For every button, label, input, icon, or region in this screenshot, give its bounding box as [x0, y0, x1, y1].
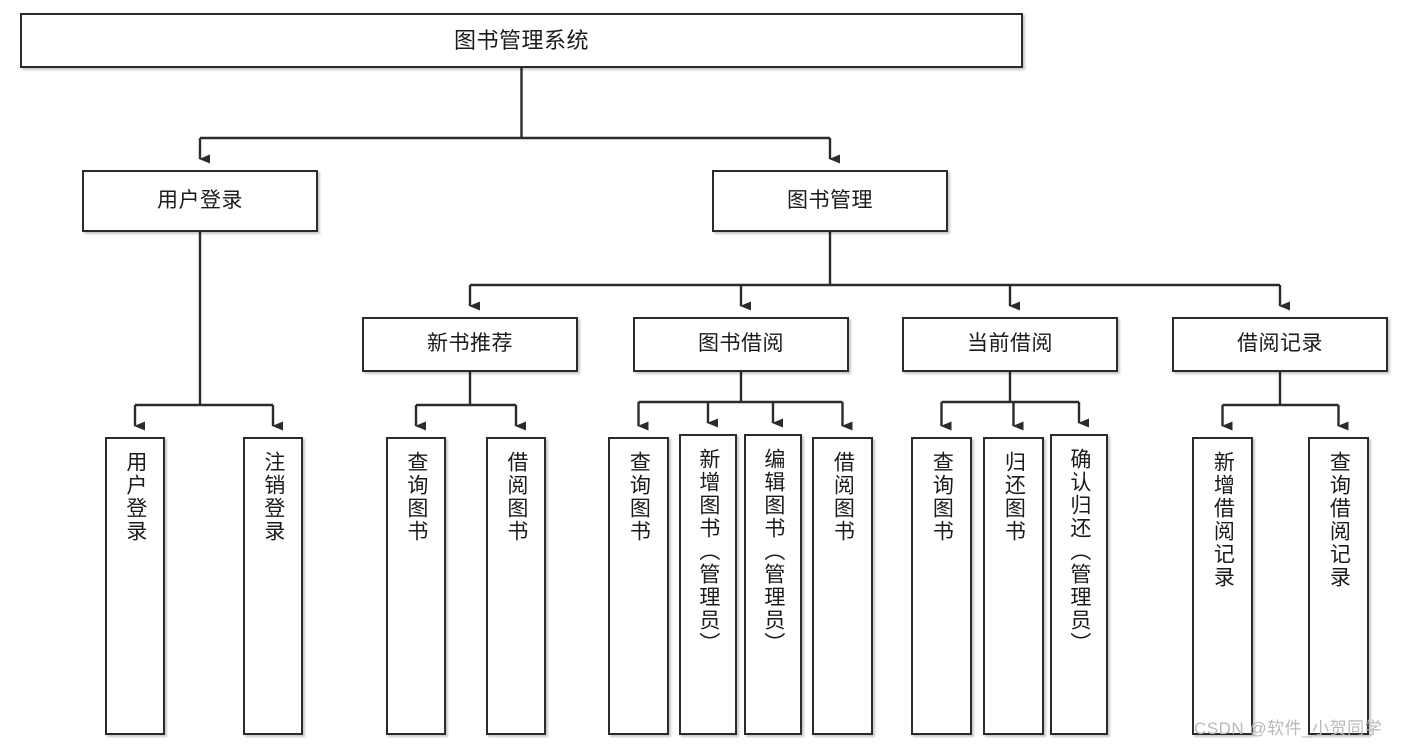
node-leaf-query-rec[interactable]: 查询借阅记录 — [1308, 437, 1369, 735]
node-borrow[interactable]: 图书借阅 — [633, 317, 849, 372]
node-label: 查询借阅记录 — [1327, 451, 1351, 589]
node-label: 图书借阅 — [698, 332, 784, 356]
node-leaf-query-b[interactable]: 查询图书 — [608, 437, 669, 735]
node-root[interactable]: 图书管理系统 — [20, 13, 1023, 68]
node-login[interactable]: 用户登录 — [82, 170, 318, 232]
node-leaf-borrow-nb[interactable]: 借阅图书 — [486, 437, 546, 735]
node-label: 注销登录 — [261, 451, 285, 543]
node-leaf-login[interactable]: 用户登录 — [105, 437, 165, 735]
node-records[interactable]: 借阅记录 — [1172, 317, 1388, 372]
node-label: 查询图书 — [930, 451, 954, 543]
node-label: 用户登录 — [123, 451, 147, 543]
node-label: 新增借阅记录 — [1211, 451, 1235, 589]
node-leaf-add-book[interactable]: 新增图书（管理员） — [679, 434, 737, 735]
node-leaf-query-nb[interactable]: 查询图书 — [386, 437, 446, 735]
node-label: 用户登录 — [157, 188, 243, 212]
node-leaf-logout[interactable]: 注销登录 — [243, 437, 303, 735]
node-label: 确认归还（管理员） — [1067, 448, 1091, 655]
node-leaf-add-rec[interactable]: 新增借阅记录 — [1192, 437, 1253, 735]
node-label: 查询图书 — [627, 451, 651, 543]
node-newbook[interactable]: 新书推荐 — [362, 317, 578, 372]
node-label: 新增图书（管理员） — [696, 448, 720, 655]
node-label: 当前借阅 — [967, 332, 1053, 356]
node-label: 查询图书 — [404, 451, 428, 543]
node-leaf-return-c[interactable]: 归还图书 — [983, 437, 1044, 735]
node-label: 新书推荐 — [427, 332, 513, 356]
node-current[interactable]: 当前借阅 — [902, 317, 1118, 372]
csdn-watermark: CSDN @软件_小贺同学 — [1194, 719, 1383, 738]
node-label: 借阅记录 — [1237, 332, 1323, 356]
node-leaf-confirm-c[interactable]: 确认归还（管理员） — [1050, 434, 1108, 735]
node-label: 借阅图书 — [831, 451, 855, 543]
node-leaf-borrow-b[interactable]: 借阅图书 — [812, 437, 873, 735]
node-label: 图书管理系统 — [453, 27, 589, 53]
node-bookmgmt[interactable]: 图书管理 — [712, 170, 948, 232]
node-label: 借阅图书 — [504, 451, 528, 543]
node-label: 编辑图书（管理员） — [761, 448, 785, 655]
node-label: 归还图书 — [1002, 451, 1026, 543]
node-leaf-query-c[interactable]: 查询图书 — [911, 437, 972, 735]
node-leaf-edit-book[interactable]: 编辑图书（管理员） — [744, 434, 802, 735]
node-label: 图书管理 — [787, 188, 873, 212]
